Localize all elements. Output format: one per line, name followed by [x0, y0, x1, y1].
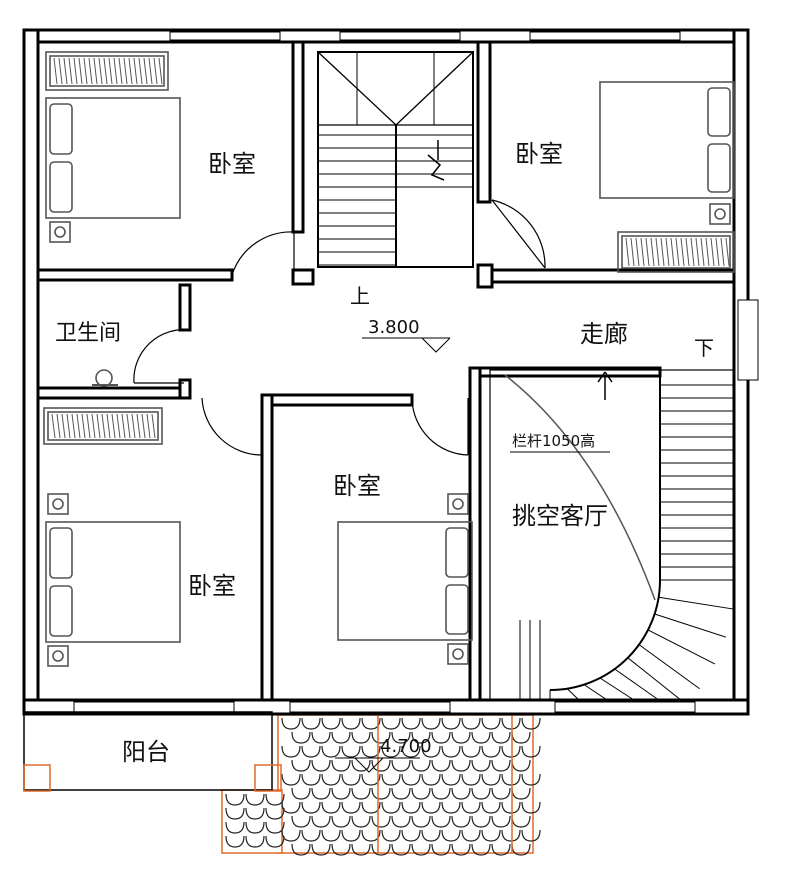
room-label-bedroom-top-right: 卧室 [515, 140, 563, 168]
room-label-corridor: 走廊 [580, 320, 628, 348]
stair-up [317, 51, 474, 268]
level-marker [362, 337, 451, 353]
furniture [43, 51, 735, 667]
room-label-bedroom-mid: 卧室 [333, 472, 381, 500]
balcony-outline [23, 711, 282, 792]
room-label-open-living: 挑空客厅 [512, 502, 608, 530]
interior-walls [36, 40, 736, 702]
doors [133, 199, 546, 456]
room-label-bathroom: 卫生间 [55, 321, 121, 346]
room-label-bedroom-top-left: 卧室 [208, 150, 256, 178]
floor-level-label: 3.800 [368, 317, 420, 338]
room-label-bedroom-bottom-left: 卧室 [188, 572, 236, 600]
roof-level-marker [335, 757, 420, 773]
stair-up-label: 上 [350, 284, 370, 308]
roof-level-label: 4.700 [380, 736, 432, 757]
stair-down-label: 下 [694, 336, 714, 360]
room-label-balcony: 阳台 [122, 738, 170, 766]
roof-tile-area [221, 714, 541, 856]
stair-down [489, 369, 735, 701]
exterior-walls [22, 28, 759, 716]
railing-label: 栏杆1050高 [512, 432, 595, 450]
